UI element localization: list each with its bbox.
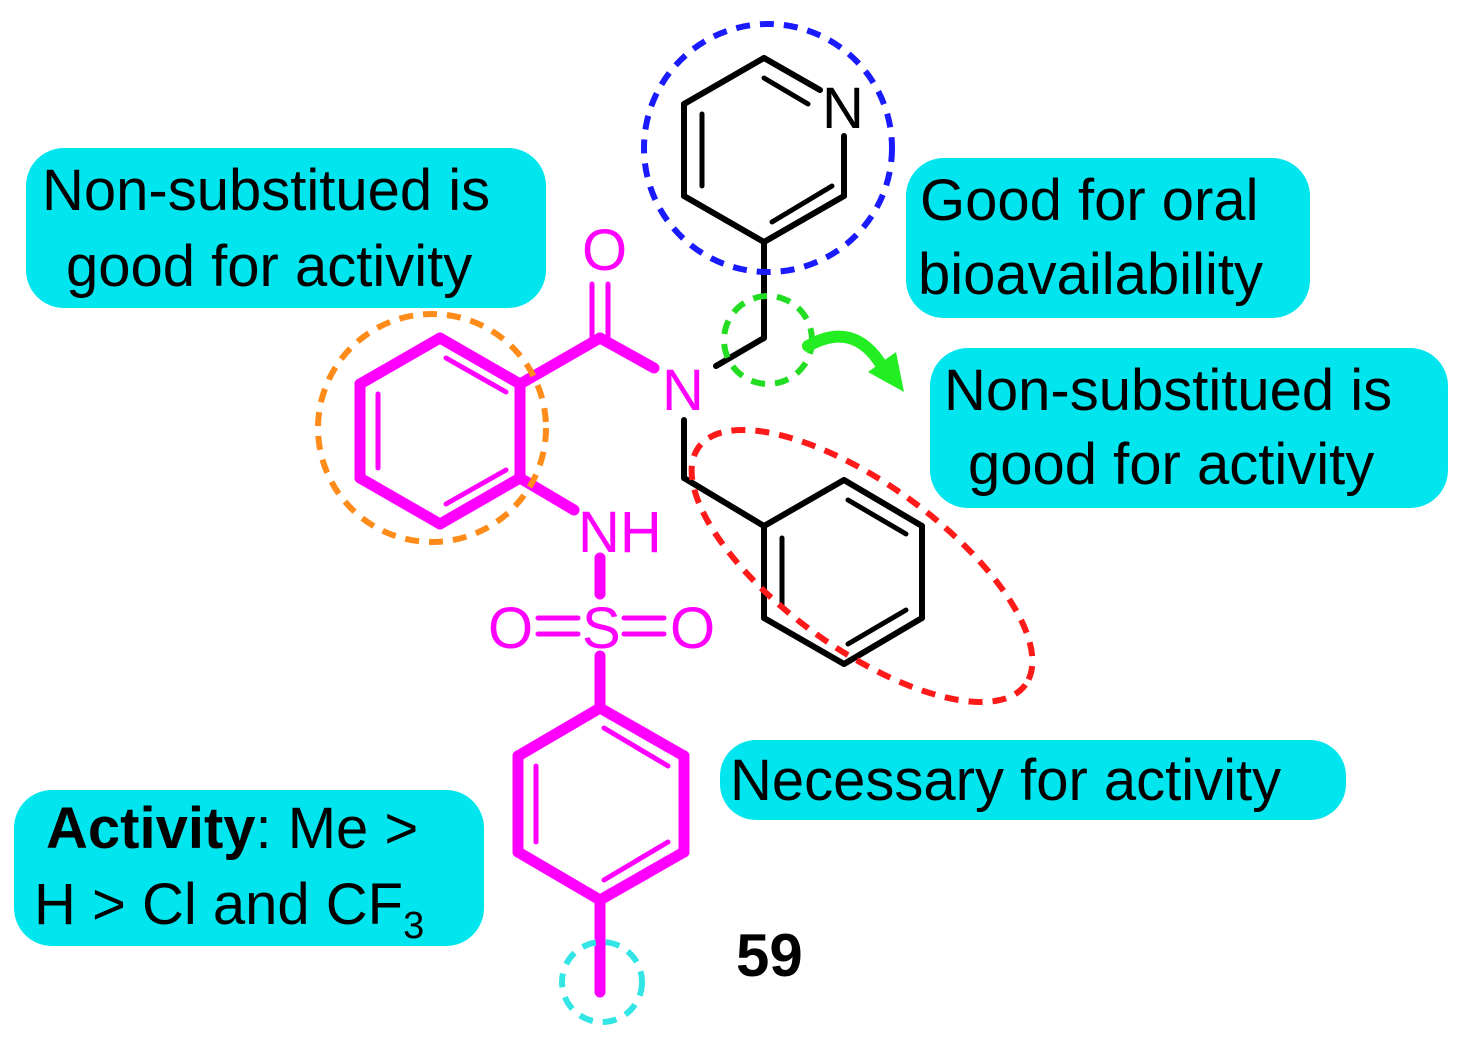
linker-bonds (681, 239, 767, 529)
cf3-subscript: 3 (403, 905, 424, 947)
annotation-line: Good for oral (920, 168, 1259, 233)
atom-sulfur: S (582, 596, 621, 661)
annotation-bottom-left: Activity: Me > H > Cl and CF3 (14, 790, 484, 947)
atom-oxygen: O (582, 218, 627, 283)
benzoyl-ring (354, 332, 526, 530)
annotation-box (14, 790, 484, 946)
arrow-icon (802, 330, 904, 392)
tolyl-ring (512, 702, 690, 998)
annotation-line: bioavailability (918, 242, 1263, 307)
annotation-line: Activity: Me > (46, 796, 418, 861)
atom-nitrogen-amide: N (662, 358, 704, 423)
benzyl-ring (761, 477, 925, 667)
methylene-highlight-circle (721, 293, 815, 387)
annotation-line: Necessary for activity (730, 748, 1281, 813)
activity-rest: : Me > (256, 796, 419, 861)
annotation-mid-right: Non-substitued is good for activity (930, 348, 1448, 508)
annotation-top-right: Good for oral bioavailability (906, 158, 1310, 318)
annotation-box (720, 740, 1346, 820)
atom-labels: O N N NH S O O (488, 76, 864, 661)
atom-nh: NH (578, 500, 662, 565)
pyridine-highlight-circle (641, 21, 895, 275)
annotation-line: Non-substitued is (42, 158, 490, 223)
atom-oxygen-right: O (670, 596, 715, 661)
annotation-box (906, 158, 1310, 318)
pyridine-ring (681, 55, 847, 245)
compound-number: 59 (736, 922, 803, 989)
annotation-bottom-right: Necessary for activity (720, 740, 1346, 820)
annotation-line: good for activity (66, 234, 472, 299)
benzoyl-highlight-circle (315, 311, 549, 545)
atom-oxygen-left: O (488, 596, 533, 661)
sulfonyl-bonds (535, 552, 667, 714)
annotation-line: H > Cl and CF3 (34, 872, 424, 947)
annotation-line: Non-substitued is (944, 358, 1392, 423)
atom-nitrogen-pyridine: N (822, 76, 864, 141)
methyl-highlight-circle (559, 939, 645, 1025)
benzyl-highlight-ellipse (688, 426, 1036, 706)
annotation-box (930, 348, 1448, 508)
annotation-top-left: Non-substitued is good for activity (26, 148, 546, 308)
activity-bold: Activity (46, 796, 256, 861)
annotation-box (26, 148, 546, 308)
activity-line2: H > Cl and CF (34, 872, 403, 937)
annotation-line: good for activity (968, 432, 1374, 497)
